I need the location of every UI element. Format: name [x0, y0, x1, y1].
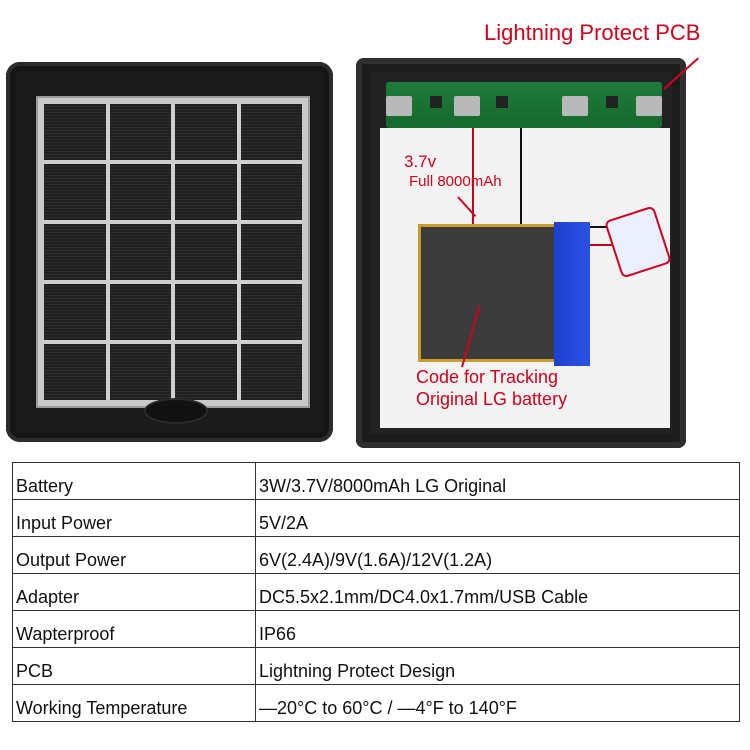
- table-row: Working Temperature —20°C to 60°C / —4°F…: [12, 684, 740, 722]
- spec-label: Battery: [12, 462, 256, 500]
- pcb-connector: [562, 96, 588, 116]
- solar-cell: [109, 344, 171, 400]
- solar-cell: [240, 104, 302, 160]
- solar-cell: [175, 344, 237, 400]
- spec-value: IP66: [255, 610, 740, 648]
- solar-cell-array: [36, 96, 310, 408]
- spec-label: Wapterproof: [12, 610, 256, 648]
- spec-value: Lightning Protect Design: [255, 647, 740, 685]
- solar-cell: [175, 164, 237, 220]
- spec-label: Output Power: [12, 536, 256, 574]
- pcb-connector: [386, 96, 412, 116]
- solar-cell: [175, 104, 237, 160]
- spec-value: 3W/3.7V/8000mAh LG Original: [255, 462, 740, 500]
- table-row: PCB Lightning Protect Design: [12, 647, 740, 685]
- lightning-protect-pcb: [386, 82, 662, 128]
- spec-label: Adapter: [12, 573, 256, 611]
- solar-cell: [44, 344, 106, 400]
- panel-emblem: [146, 400, 206, 422]
- annotation-capacity: Full 8000mAh: [409, 173, 502, 190]
- red-wire: [472, 128, 474, 228]
- solar-panel-photo: [6, 62, 333, 442]
- spec-label: Input Power: [12, 499, 256, 537]
- spec-label: Working Temperature: [12, 684, 256, 722]
- spec-value: 6V(2.4A)/9V(1.6A)/12V(1.2A): [255, 536, 740, 574]
- solar-cell: [44, 164, 106, 220]
- black-wire: [520, 128, 522, 226]
- annotation-voltage: 3.7v: [404, 152, 437, 171]
- solar-cell: [175, 224, 237, 280]
- pcb-chip: [496, 96, 508, 108]
- annotation-code-line1: Code for Tracking: [416, 367, 559, 387]
- spec-value: 5V/2A: [255, 499, 740, 537]
- solar-cell: [240, 164, 302, 220]
- table-row: Wapterproof IP66: [12, 610, 740, 648]
- pcb-chip: [606, 96, 618, 108]
- pcb-connector: [636, 96, 662, 116]
- table-row: Input Power 5V/2A: [12, 499, 740, 537]
- red-wire: [584, 244, 614, 246]
- annotation-lightning-protect: Lightning Protect PCB: [484, 20, 701, 45]
- solar-cell: [109, 104, 171, 160]
- pcb-chip: [430, 96, 442, 108]
- pcb-connector: [454, 96, 480, 116]
- solar-cell: [109, 164, 171, 220]
- battery-tape: [554, 222, 590, 366]
- table-row: Adapter DC5.5x2.1mm/DC4.0x1.7mm/USB Cabl…: [12, 573, 740, 611]
- black-wire: [584, 226, 614, 228]
- solar-cell: [44, 104, 106, 160]
- spec-value: DC5.5x2.1mm/DC4.0x1.7mm/USB Cable: [255, 573, 740, 611]
- solar-cell: [240, 344, 302, 400]
- solar-cell: [44, 224, 106, 280]
- spec-value: —20°C to 60°C / —4°F to 140°F: [255, 684, 740, 722]
- solar-cell: [109, 224, 171, 280]
- solar-cell: [44, 284, 106, 340]
- table-row: Output Power 6V(2.4A)/9V(1.6A)/12V(1.2A): [12, 536, 740, 574]
- spec-table: Battery 3W/3.7V/8000mAh LG Original Inpu…: [12, 462, 740, 722]
- solar-cell: [175, 284, 237, 340]
- table-row: Battery 3W/3.7V/8000mAh LG Original: [12, 462, 740, 500]
- spec-label: PCB: [12, 647, 256, 685]
- solar-cell: [240, 284, 302, 340]
- solar-cell: [109, 284, 171, 340]
- solar-cell: [240, 224, 302, 280]
- annotation-code-line2: Original LG battery: [416, 389, 568, 409]
- solar-cell-grid: [44, 104, 302, 400]
